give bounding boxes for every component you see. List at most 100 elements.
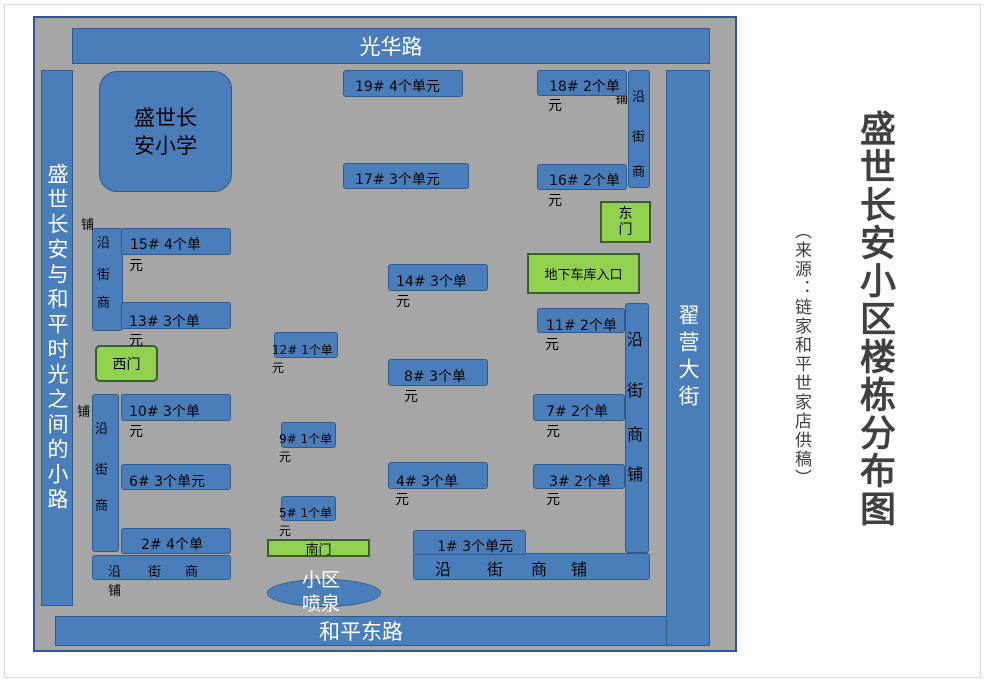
shop-jie-label: 街 bbox=[95, 463, 109, 478]
building-14-label: 14# 3个单 bbox=[396, 274, 467, 290]
building-13-label: 13# 3个单 bbox=[129, 314, 200, 330]
building-16-label: 16# 2个单 bbox=[549, 173, 620, 189]
shop-yan-label: 沿 bbox=[97, 236, 111, 251]
west-gate-label: 西门 bbox=[112, 356, 141, 373]
school-label: 盛世长安小学 bbox=[134, 105, 197, 158]
building-4 bbox=[388, 462, 488, 489]
shop-jie-label: 街 bbox=[487, 560, 504, 579]
building-8-label: 8# 3个单 bbox=[404, 369, 466, 385]
building-5 bbox=[281, 496, 336, 521]
road-north: 光华路 bbox=[72, 28, 710, 64]
map-title: 盛世长安小区楼栋分布图 bbox=[854, 110, 895, 528]
shop-strip-east bbox=[625, 303, 649, 553]
road-west-label: 盛世长安与和平时光之间的小路 bbox=[45, 163, 69, 513]
building-9 bbox=[281, 422, 336, 448]
fountain-label: 小区喷泉 bbox=[301, 569, 340, 615]
south-gate: 南门 bbox=[267, 539, 370, 558]
shop-shang-label: 商 bbox=[627, 425, 644, 444]
building-9-label: 9# 1个单 bbox=[279, 432, 333, 446]
image-frame bbox=[4, 4, 981, 678]
building-2 bbox=[121, 528, 231, 554]
west-gate: 西门 bbox=[95, 345, 158, 382]
building-14-yuan: 元 bbox=[396, 294, 410, 310]
shop-jie-label: 街 bbox=[627, 381, 644, 400]
road-east: 翟营大街 bbox=[666, 70, 710, 646]
building-16-yuan: 元 bbox=[548, 193, 562, 209]
building-18 bbox=[537, 70, 627, 96]
garage-entrance: 地下车库入口 bbox=[527, 253, 640, 294]
building-11 bbox=[537, 308, 625, 333]
school-block: 盛世长安小学 bbox=[99, 71, 232, 192]
shop-pu-label: 铺 bbox=[77, 405, 91, 420]
road-east-label: 翟营大街 bbox=[676, 304, 700, 412]
shop-jie-label: 街 bbox=[148, 565, 162, 580]
building-11-label: 11# 2个单 bbox=[546, 318, 617, 334]
road-south-label: 和平东路 bbox=[319, 620, 403, 644]
building-15-yuan: 元 bbox=[129, 258, 143, 274]
shop-yan-label: 沿 bbox=[632, 90, 646, 105]
building-7 bbox=[533, 394, 625, 421]
building-3-label: 3# 2个单 bbox=[549, 474, 611, 490]
building-8 bbox=[388, 359, 488, 386]
building-10 bbox=[121, 394, 231, 421]
shop-pu-label: 铺 bbox=[108, 584, 122, 599]
building-13 bbox=[121, 302, 231, 329]
building-12-label: 12# 1个单 bbox=[272, 343, 333, 357]
garage-entrance-label: 地下车库入口 bbox=[544, 268, 623, 283]
road-south: 和平东路 bbox=[55, 616, 667, 646]
shop-strip-southwest bbox=[92, 555, 231, 580]
building-9-yuan: 元 bbox=[279, 450, 292, 464]
map-area: 光华路 和平东路 翟营大街 盛世长安与和平时光之间的小路 盛世长安小学 铺 沿 … bbox=[33, 16, 737, 652]
building-1-label: 1# 3个单元 bbox=[437, 539, 513, 555]
shop-yan-label: 沿 bbox=[435, 560, 452, 579]
fountain bbox=[267, 579, 381, 607]
east-gate-label: 东门 bbox=[618, 206, 633, 238]
building-1 bbox=[413, 530, 526, 555]
building-16 bbox=[537, 164, 627, 190]
building-8-yuan: 元 bbox=[404, 389, 418, 405]
map-source: （来源：链家和平世家店供稿） bbox=[791, 222, 811, 488]
building-18-label: 18# 2个单 bbox=[549, 79, 620, 95]
shop-yan-label: 沿 bbox=[627, 330, 644, 349]
east-gate: 东门 bbox=[600, 201, 651, 243]
building-3-yuan: 元 bbox=[546, 492, 560, 508]
building-10-label: 10# 3个单 bbox=[129, 404, 200, 420]
south-gate-label: 南门 bbox=[305, 542, 332, 558]
shop-strip-southeast bbox=[413, 553, 650, 580]
building-6 bbox=[121, 464, 231, 490]
shop-strip-west-upper bbox=[92, 228, 123, 331]
building-18-yuan: 元 bbox=[548, 98, 562, 114]
shop-pu-label: 铺 bbox=[627, 465, 644, 484]
road-north-label: 光华路 bbox=[359, 35, 423, 59]
building-4-yuan: 元 bbox=[395, 492, 409, 508]
building-5-yuan: 元 bbox=[279, 524, 292, 538]
building-19 bbox=[343, 70, 463, 97]
shop-jie-label: 街 bbox=[97, 268, 111, 283]
building-7-label: 7# 2个单 bbox=[546, 404, 608, 420]
building-14 bbox=[388, 264, 488, 291]
shop-shang-label: 商 bbox=[95, 499, 109, 514]
building-10-yuan: 元 bbox=[129, 424, 143, 440]
building-12-yuan: 元 bbox=[272, 361, 285, 375]
shop-shang-label: 商 bbox=[185, 565, 199, 580]
shop-strip-west-lower bbox=[92, 394, 119, 552]
shop-shang-label: 商 bbox=[632, 165, 646, 180]
building-3 bbox=[533, 464, 625, 489]
building-19-label: 19# 4个单元 bbox=[355, 79, 440, 95]
shop-shang-label: 商 bbox=[531, 560, 548, 579]
shop-yan-label: 沿 bbox=[95, 422, 109, 437]
building-11-yuan: 元 bbox=[545, 337, 559, 353]
building-2-label: 2# 4个单 bbox=[141, 537, 203, 553]
building-13-yuan: 元 bbox=[129, 333, 143, 349]
shop-pu-label: 铺 bbox=[81, 218, 95, 233]
shop-jie-label: 街 bbox=[632, 130, 646, 145]
building-15 bbox=[121, 228, 231, 255]
building-7-yuan: 元 bbox=[546, 424, 560, 440]
building-5-label: 5# 1个单 bbox=[279, 506, 333, 520]
building-4-label: 4# 3个单 bbox=[396, 474, 458, 490]
shop-yan-label: 沿 bbox=[108, 565, 122, 580]
shop-strip-northeast bbox=[628, 70, 650, 188]
shop-pu-label: 铺 bbox=[571, 560, 588, 579]
shop-shang-label: 商 bbox=[97, 296, 111, 311]
building-17 bbox=[343, 163, 469, 189]
